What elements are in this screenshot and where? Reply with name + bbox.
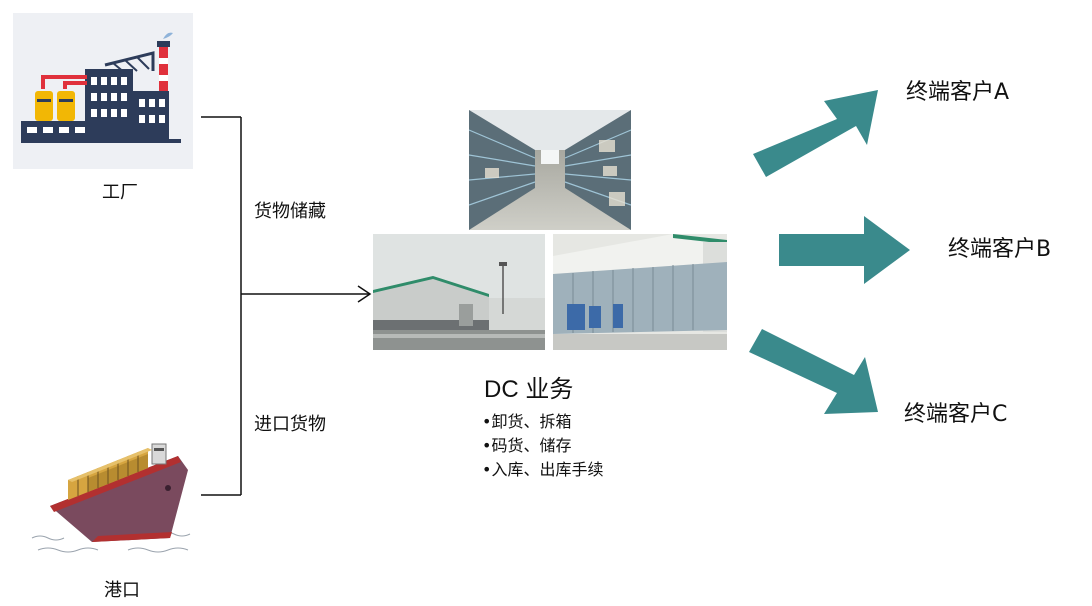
dc-task-item: 卸货、拆箱 <box>482 410 603 434</box>
factory-illustration <box>13 13 193 169</box>
customer-c-label: 终端客户C <box>904 402 1008 427</box>
dc-task-list: 卸货、拆箱 码货、储存 入库、出库手续 <box>482 410 603 482</box>
arrow-to-customer-b <box>779 216 910 284</box>
container-ship-icon <box>31 443 191 553</box>
factory-label: 工厂 <box>102 182 138 203</box>
ship-illustration <box>28 426 208 558</box>
factory-icon <box>13 13 193 169</box>
warehouse-interior-photo <box>469 110 631 230</box>
warehouse-exterior-photo <box>373 234 545 350</box>
storage-flow-label: 货物储藏 <box>254 201 326 222</box>
customer-b-label: 终端客户B <box>948 237 1052 262</box>
dc-title: DC 业务 <box>484 376 574 403</box>
arrow-to-customer-c <box>749 329 878 414</box>
port-label: 港口 <box>104 580 140 601</box>
arrow-to-customer-a <box>753 90 878 177</box>
customer-a-label: 终端客户A <box>906 80 1010 105</box>
import-flow-label: 进口货物 <box>254 414 326 435</box>
dc-task-item: 码货、储存 <box>482 434 603 458</box>
dc-task-item: 入库、出库手续 <box>482 458 603 482</box>
cold-storage-photo <box>553 234 727 350</box>
